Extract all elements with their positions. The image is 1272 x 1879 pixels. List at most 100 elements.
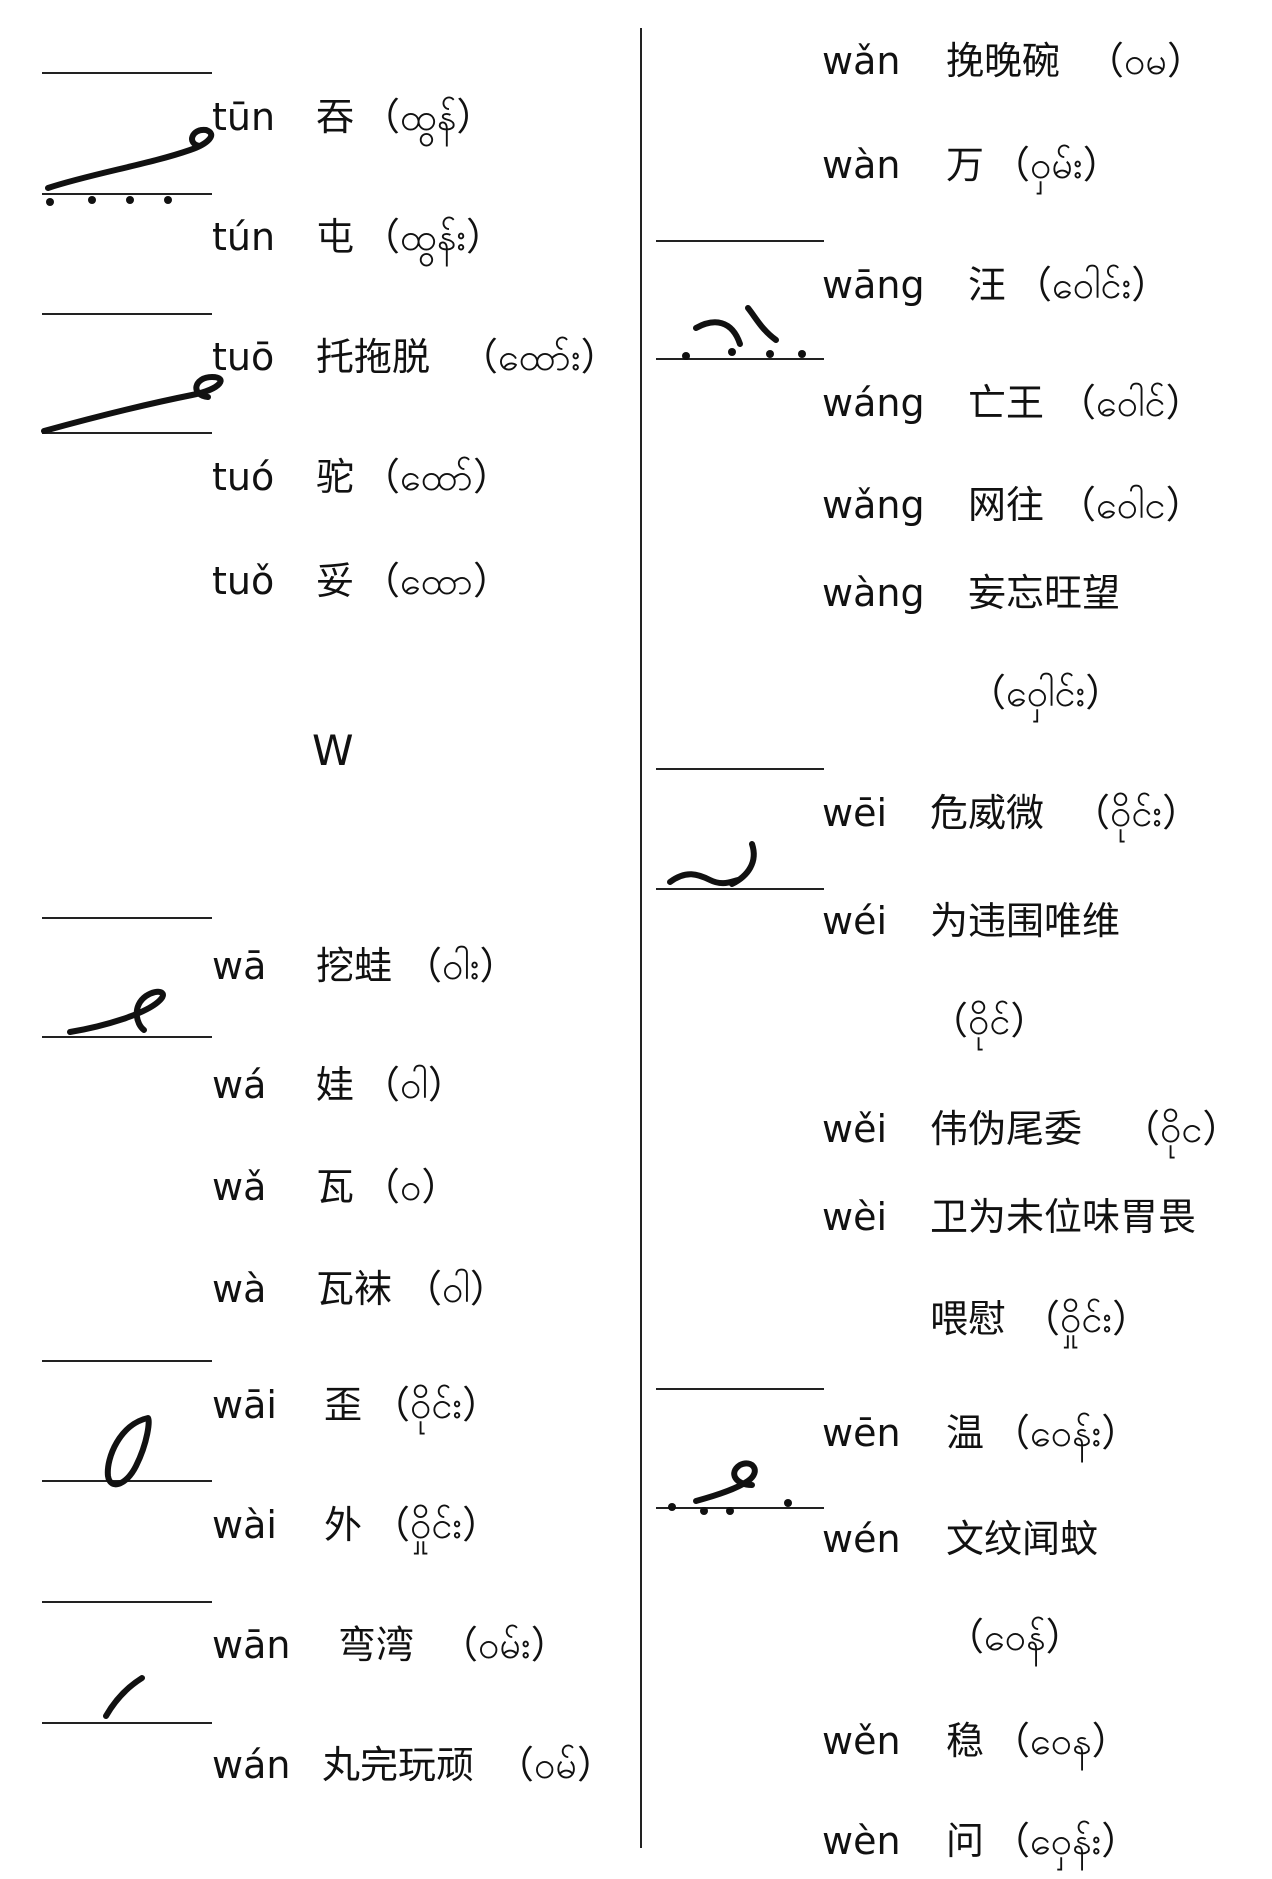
burmese-transcription: （ဝါး） bbox=[404, 944, 518, 988]
pinyin: tuǒ bbox=[212, 559, 275, 603]
hanzi: 弯湾 bbox=[338, 1623, 415, 1667]
pinyin: wǎng bbox=[822, 483, 925, 527]
shorthand-stroke-wai bbox=[104, 1415, 152, 1488]
hanzi: 卫为未位味胃畏 bbox=[930, 1195, 1197, 1239]
burmese-transcription: （ဝေါင） bbox=[1058, 483, 1204, 527]
shorthand-stroke-wan bbox=[103, 1675, 145, 1719]
hanzi: 挽晚碗 bbox=[946, 39, 1061, 83]
ruled-line bbox=[656, 888, 824, 890]
burmese-transcription: （ထွန်） bbox=[362, 95, 495, 139]
hanzi: 妄忘旺望 bbox=[968, 571, 1121, 615]
burmese-transcription: （ဝေါင်း） bbox=[1014, 263, 1170, 307]
shorthand-stroke-wen bbox=[668, 1460, 792, 1515]
burmese-transcription: （ဝေန်） bbox=[946, 1615, 1084, 1659]
pinyin: wāi bbox=[212, 1383, 277, 1427]
hanzi: 为违围唯维 bbox=[930, 899, 1121, 943]
burmese-transcription: （ဝှေန်း） bbox=[992, 1819, 1140, 1863]
pinyin: wàng bbox=[822, 571, 925, 615]
burmese-transcription: （ထော်） bbox=[362, 455, 511, 499]
pinyin: tūn bbox=[212, 95, 276, 139]
hanzi: 问 bbox=[946, 1819, 985, 1863]
shorthand-stroke-wang bbox=[682, 305, 806, 360]
burmese-transcription: （ဝှိုင်း） bbox=[372, 1503, 501, 1547]
hanzi: 驼 bbox=[316, 455, 355, 499]
hanzi: 喂慰 bbox=[930, 1297, 1007, 1341]
section-letter: W bbox=[312, 726, 354, 775]
pinyin: wàn bbox=[822, 143, 901, 187]
pinyin: tuō bbox=[212, 335, 275, 379]
burmese-transcription: （ဝှေါင်း） bbox=[968, 671, 1124, 715]
hanzi: 娃 bbox=[316, 1063, 355, 1107]
burmese-transcription: （ဝါ） bbox=[404, 1267, 508, 1311]
pinyin: wài bbox=[212, 1503, 277, 1547]
burmese-transcription: （ဝေန） bbox=[992, 1719, 1130, 1763]
burmese-transcription: （ဝါ） bbox=[362, 1063, 466, 1107]
burmese-transcription: （ဝမ်） bbox=[496, 1743, 616, 1787]
column-divider bbox=[640, 28, 642, 1848]
burmese-transcription: （ထွန်း） bbox=[362, 215, 505, 259]
shorthand-stroke-tun bbox=[45, 126, 215, 206]
ruled-line bbox=[656, 358, 824, 360]
ruled-line bbox=[42, 1360, 212, 1362]
pinyin: wǎn bbox=[822, 39, 901, 83]
hanzi: 温 bbox=[946, 1411, 985, 1455]
burmese-transcription: （ဝမ） bbox=[1086, 39, 1206, 83]
shorthand-stroke-tuo bbox=[41, 374, 224, 434]
burmese-transcription: （ဝမ်း） bbox=[440, 1623, 569, 1667]
pinyin: wāng bbox=[822, 263, 925, 307]
ruled-line bbox=[42, 193, 212, 195]
pinyin: wǎ bbox=[212, 1165, 267, 1209]
burmese-transcription: （ဝေါင်） bbox=[1058, 381, 1204, 425]
ruled-line bbox=[42, 917, 212, 919]
pinyin: wēi bbox=[822, 791, 888, 835]
hanzi: 丸完玩顽 bbox=[322, 1743, 475, 1787]
pinyin: tún bbox=[212, 215, 276, 259]
ruled-line bbox=[42, 432, 212, 434]
burmese-transcription: （ထော်း） bbox=[460, 335, 619, 379]
burmese-transcription: （ဝိုင်း） bbox=[372, 1383, 501, 1427]
hanzi: 歪 bbox=[324, 1383, 363, 1427]
hanzi: 网往 bbox=[968, 483, 1045, 527]
pinyin: wáng bbox=[822, 381, 925, 425]
ruled-line bbox=[656, 1507, 824, 1509]
pinyin: wèn bbox=[822, 1819, 901, 1863]
hanzi: 汪 bbox=[968, 263, 1007, 307]
pinyin: wèi bbox=[822, 1195, 888, 1239]
hanzi: 托拖脱 bbox=[316, 335, 431, 379]
pinyin: wā bbox=[212, 944, 267, 988]
hanzi: 危威微 bbox=[930, 791, 1045, 835]
pinyin: wěn bbox=[822, 1719, 901, 1763]
ruled-line bbox=[42, 1601, 212, 1603]
pinyin: wá bbox=[212, 1063, 267, 1107]
burmese-transcription: （ဝိုင်း） bbox=[1072, 791, 1201, 835]
pinyin: wán bbox=[212, 1743, 291, 1787]
ruled-line bbox=[42, 313, 212, 315]
hanzi: 亡王 bbox=[968, 381, 1045, 425]
hanzi: 文纹闻蚊 bbox=[946, 1517, 1099, 1561]
hanzi: 吞 bbox=[316, 95, 355, 139]
ruled-line bbox=[42, 1722, 212, 1724]
hanzi: 稳 bbox=[946, 1719, 985, 1763]
pinyin: tuó bbox=[212, 455, 275, 499]
hanzi: 屯 bbox=[316, 215, 355, 259]
ruled-line bbox=[42, 1036, 212, 1038]
hanzi: 外 bbox=[324, 1503, 363, 1547]
hanzi: 伟伪尾委 bbox=[930, 1107, 1083, 1151]
hanzi: 挖蛙 bbox=[316, 944, 393, 988]
pinyin: wēn bbox=[822, 1411, 901, 1455]
hanzi: 万 bbox=[946, 143, 985, 187]
hanzi: 瓦袜 bbox=[316, 1267, 393, 1311]
pinyin: wěi bbox=[822, 1107, 888, 1151]
burmese-transcription: （ဝှိုင်း） bbox=[1022, 1297, 1151, 1341]
burmese-transcription: （ထော） bbox=[362, 559, 511, 603]
hanzi: 瓦 bbox=[316, 1165, 355, 1209]
burmese-transcription: （ဝိုင） bbox=[1122, 1107, 1241, 1151]
ruled-line bbox=[656, 240, 824, 242]
shorthand-stroke-wa bbox=[67, 988, 166, 1035]
shorthand-stroke-wei bbox=[667, 841, 757, 887]
ruled-line bbox=[656, 768, 824, 770]
hanzi: 妥 bbox=[316, 559, 355, 603]
ruled-line bbox=[656, 1388, 824, 1390]
pinyin: wéi bbox=[822, 899, 888, 943]
